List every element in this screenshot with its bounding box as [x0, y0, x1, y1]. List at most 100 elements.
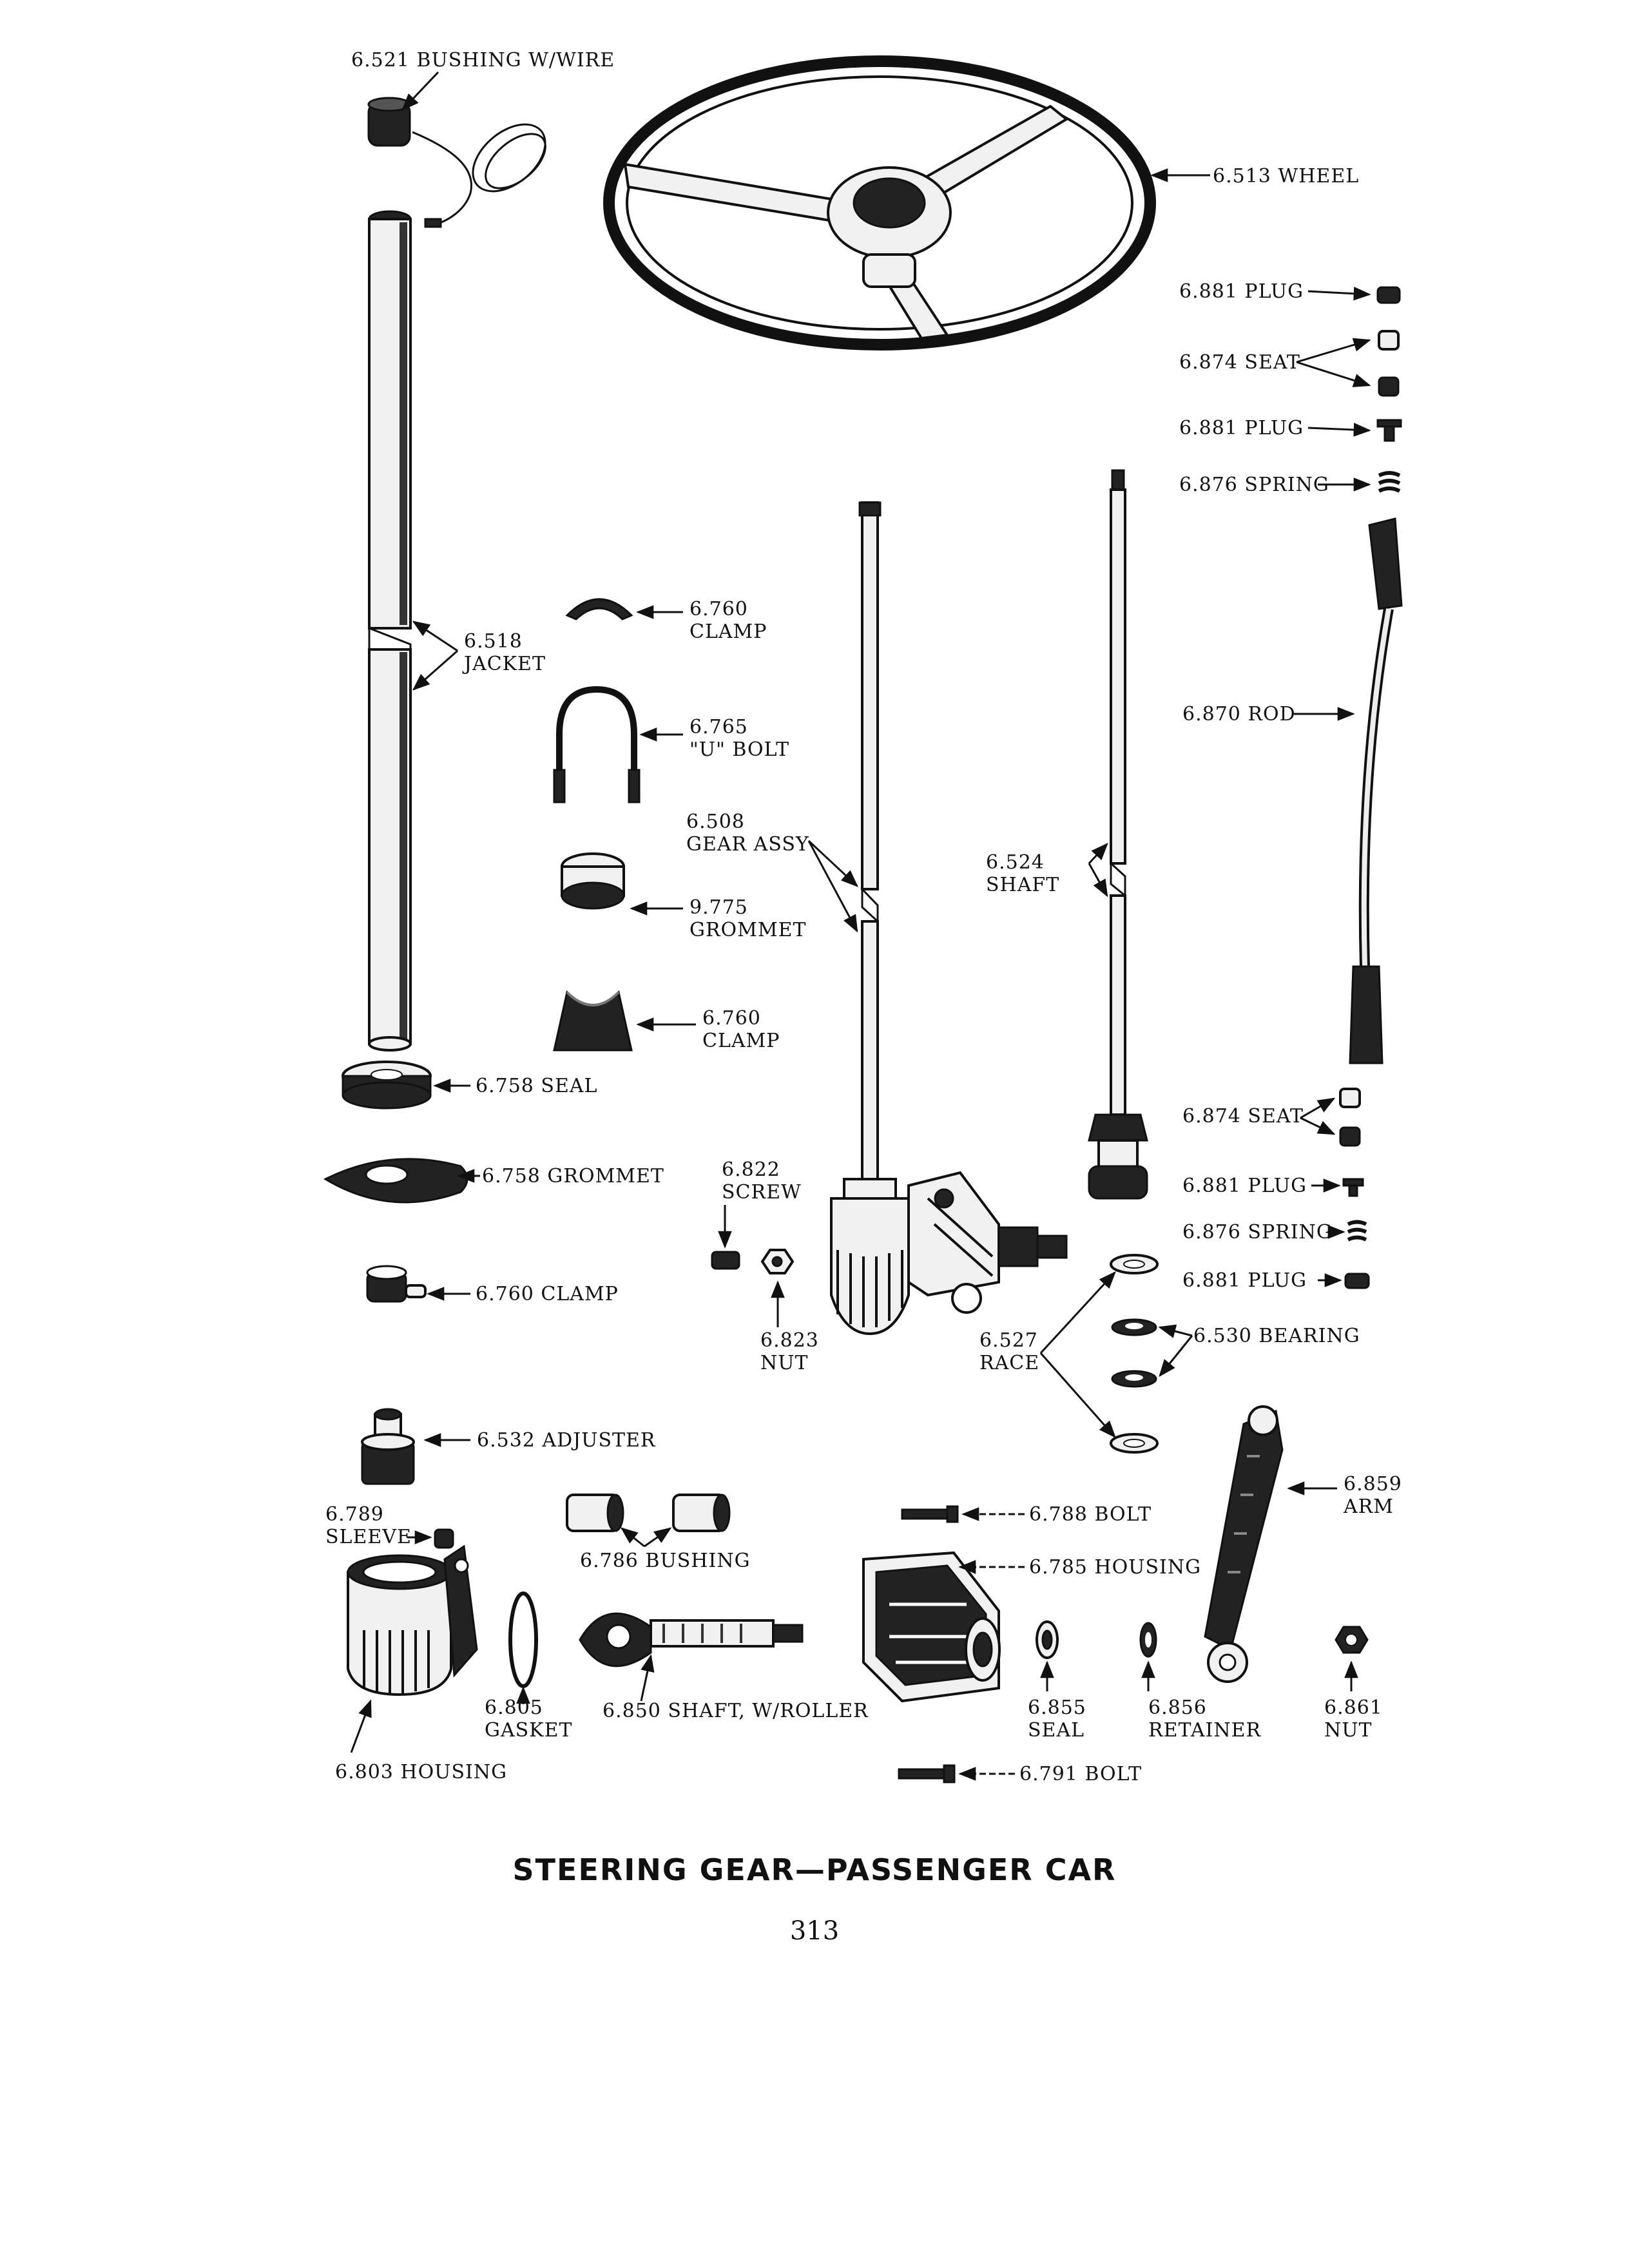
shaft-number: 6.524 [986, 851, 1045, 874]
race-leader-2 [1039, 1352, 1116, 1439]
spring-a-part [1378, 471, 1401, 493]
bearing-part [1111, 1318, 1157, 1388]
bushing-label: 6.786 BUSHING [580, 1550, 751, 1572]
nut-b-part [1335, 1626, 1369, 1654]
screw-number: 6.822 [722, 1158, 780, 1181]
seal-b-number: 6.855 [1028, 1696, 1086, 1719]
gear-assy-number: 6.508 [686, 811, 745, 833]
bolt-a-label: 6.788 BOLT [1029, 1503, 1152, 1526]
bearing-label: 6.530 BEARING [1193, 1325, 1360, 1347]
clamp-a-number: 6.760 [689, 598, 748, 620]
plug-b-label: 6.881 PLUG [1179, 417, 1304, 439]
seal-b-part [1036, 1620, 1059, 1659]
shaft-leader-2 [1088, 863, 1108, 898]
seat-b-leader-1 [1300, 1097, 1336, 1119]
plug-a-leader [1307, 286, 1371, 301]
jacket-leader-1 [412, 620, 458, 652]
plug-a-label: 6.881 PLUG [1179, 280, 1304, 303]
spring-b-part [1347, 1220, 1367, 1242]
u-bolt-name: "U" BOLT [689, 738, 789, 761]
nut-b-number: 6.861 [1324, 1696, 1383, 1719]
sleeve-part [434, 1528, 454, 1549]
housing-b-part [347, 1544, 478, 1696]
bearing-leader-2 [1159, 1335, 1193, 1378]
spring-a-label: 6.876 SPRING [1179, 474, 1329, 496]
gasket-number: 6.805 [485, 1696, 543, 1719]
clamp-b-number: 6.760 [702, 1007, 761, 1030]
rod-label: 6.870 ROD [1182, 703, 1296, 726]
adjuster-label: 6.532 ADJUSTER [477, 1429, 656, 1452]
nut-a-part [760, 1249, 795, 1274]
seat-b-label: 6.874 SEAT [1182, 1105, 1304, 1128]
gasket-part [508, 1591, 538, 1688]
u-bolt-number: 6.765 [689, 716, 748, 738]
housing-b-label: 6.803 HOUSING [335, 1761, 507, 1783]
race-number: 6.527 [979, 1329, 1038, 1352]
nut-b-name: NUT [1324, 1719, 1373, 1742]
rod-part [1349, 517, 1403, 1064]
bolt-b-label: 6.791 BOLT [1019, 1763, 1142, 1785]
race-name: RACE [979, 1352, 1039, 1374]
housing-b-leader [350, 1699, 372, 1753]
grommet-a-part [561, 852, 625, 910]
bushing-with-wire-part [367, 97, 546, 228]
bolt-b-part [898, 1764, 956, 1783]
arm-number: 6.859 [1344, 1473, 1402, 1495]
bushing-wire-label: 6.521 BUSHING W/WIRE [351, 49, 615, 72]
screw-part [711, 1251, 740, 1270]
adjuster-part [361, 1408, 415, 1485]
retainer-name: RETAINER [1148, 1719, 1262, 1742]
seat-a-label: 6.874 SEAT [1179, 351, 1300, 374]
race-part [1110, 1254, 1159, 1454]
sleeve-number: 6.789 [325, 1503, 384, 1526]
plug-d-part [1344, 1273, 1370, 1289]
seat-a-part [1378, 330, 1400, 397]
gear-assembly-part [830, 501, 1068, 1336]
jacket-tube-part [368, 210, 412, 1052]
clamp-b-part [553, 990, 633, 1052]
plug-b-part [1376, 419, 1402, 442]
bolt-a-part [901, 1505, 959, 1523]
bushing-pair-part [566, 1494, 731, 1532]
screw-name: SCREW [722, 1181, 802, 1204]
steering-wheel-part [603, 55, 1156, 351]
gear-assy-leader-1 [807, 840, 858, 887]
jacket-name: JACKET [462, 653, 546, 675]
grommet-a-name: GROMMET [689, 919, 807, 941]
race-leader-1 [1039, 1271, 1116, 1354]
shaft-leader-1 [1088, 843, 1108, 865]
grommet-b-label: 6.758 GROMMET [482, 1165, 664, 1187]
seat-a-leader-2 [1296, 361, 1371, 387]
clamp-b-name: CLAMP [702, 1030, 780, 1052]
bushing-wire-leader [401, 71, 439, 111]
clamp-a-part [565, 598, 633, 620]
plug-d-label: 6.881 PLUG [1182, 1269, 1307, 1292]
retainer-number: 6.856 [1148, 1696, 1207, 1719]
seal-a-label: 6.758 SEAL [476, 1075, 597, 1097]
clamp-c-part [366, 1265, 427, 1303]
shaft-roller-part [579, 1612, 804, 1667]
nut-a-name: NUT [760, 1352, 809, 1374]
bearing-leader-1 [1158, 1324, 1193, 1338]
jacket-leader-2 [412, 649, 458, 691]
seat-a-leader-1 [1296, 338, 1371, 363]
gasket-name: GASKET [485, 1719, 573, 1742]
page-number: 313 [790, 1916, 839, 1946]
grommet-a-number: 9.775 [689, 896, 748, 919]
gear-assy-leader-2 [807, 840, 858, 933]
pitman-arm-part [1204, 1405, 1284, 1683]
spring-b-label: 6.876 SPRING [1182, 1221, 1333, 1244]
clamp-c-label: 6.760 CLAMP [476, 1283, 619, 1305]
shaft-roller-leader [640, 1654, 655, 1702]
bushing-leader-1 [620, 1527, 645, 1548]
grommet-b-part [323, 1158, 468, 1204]
seat-b-leader-2 [1300, 1117, 1336, 1135]
seat-b-part [1339, 1088, 1361, 1147]
shaft-roller-label: 6.850 SHAFT, W/ROLLER [602, 1700, 869, 1722]
shaft-name: SHAFT [986, 874, 1059, 896]
seal-a-part [342, 1061, 432, 1110]
arm-name: ARM [1343, 1495, 1394, 1518]
housing-a-part [862, 1551, 1001, 1703]
housing-a-label: 6.785 HOUSING [1029, 1556, 1201, 1579]
